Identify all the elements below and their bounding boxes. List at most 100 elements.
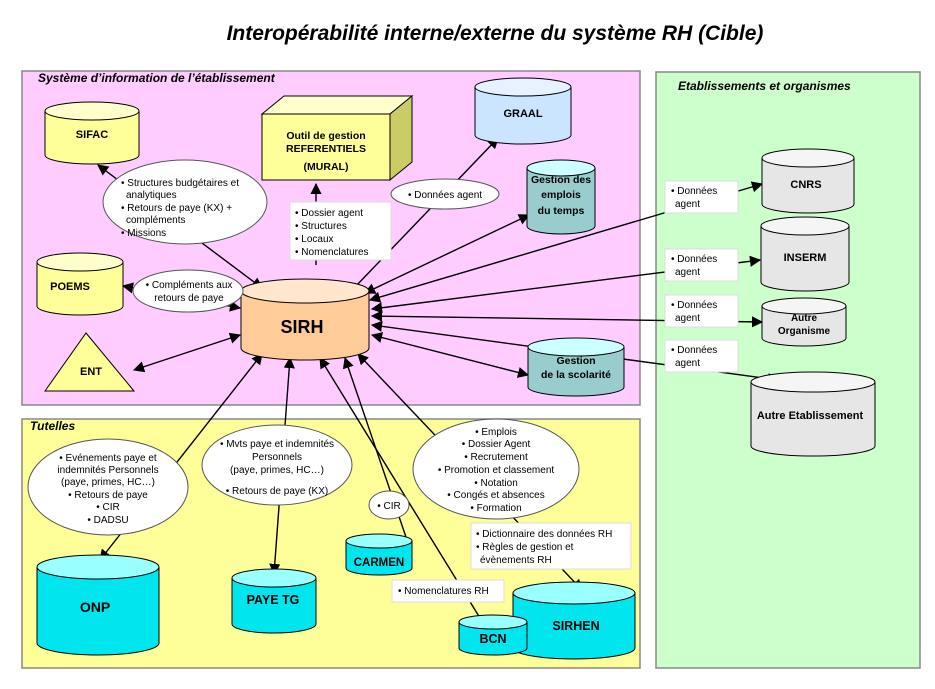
- flow-onp: • Evénements paye et indemnités Personne…: [27, 438, 189, 536]
- flow-autre-org: • Données agent: [664, 294, 739, 328]
- flow-sirhen-line: • Formation: [470, 503, 521, 514]
- flow-graal: • Données agent: [390, 178, 500, 210]
- paye-tg-label: PAYE TG: [247, 593, 300, 607]
- flow-sifac-line: • Retours de paye (KX) +: [121, 203, 232, 214]
- autre-etablissement-database[interactable]: Autre Etablissement: [750, 371, 876, 457]
- onp-database[interactable]: ONP: [36, 554, 160, 656]
- onp-label: ONP: [80, 599, 110, 615]
- flow-poems-line: retours de paye: [154, 293, 224, 304]
- autre-organisme-database[interactable]: Autre Organisme: [761, 297, 847, 347]
- inserm-database[interactable]: INSERM: [760, 216, 850, 292]
- flow-mural-line: • Nomenclatures: [295, 247, 369, 258]
- flow-inserm: • Données agent: [664, 248, 739, 282]
- cnrs-label: CNRS: [790, 179, 821, 191]
- paye-tg-database[interactable]: PAYE TG: [231, 568, 317, 634]
- flow-mural: • Dossier agent • Structures • Locaux • …: [289, 201, 392, 261]
- flow-onp-line: (paye, primes, HC…): [61, 477, 155, 488]
- scol-database[interactable]: Gestion de la scolarité: [527, 337, 625, 397]
- flow-dico-line: • Règles de gestion et: [476, 542, 574, 553]
- flow-autre-org-line: agent: [675, 313, 700, 324]
- flow-sirhen: • Emplois • Dossier Agent • Recrutement …: [412, 418, 580, 520]
- graal-database[interactable]: GRAAL: [474, 77, 572, 145]
- flow-sirhen-line: • Notation: [474, 478, 518, 489]
- scol-line2: de la scolarité: [541, 369, 611, 381]
- autre-etablissement-label: Autre Etablissement: [757, 410, 864, 422]
- flow-payetg-line: Personnels: [252, 452, 302, 463]
- edt-line3: du temps: [538, 205, 585, 217]
- flow-onp-line: • Evénements paye et: [59, 453, 157, 464]
- sirhen-database[interactable]: SIRHEN: [512, 581, 636, 660]
- bcn-database[interactable]: BCN: [458, 614, 528, 656]
- referentiels-line3: (MURAL): [304, 161, 349, 173]
- flow-payetg-line: (paye, primes, HC…): [230, 465, 324, 476]
- flow-sirhen-line: • Promotion et classement: [438, 465, 555, 476]
- flow-payetg: • Mvts paye et indemnités Personnels (pa…: [201, 424, 353, 506]
- flow-sifac-line: • Missions: [121, 228, 166, 239]
- flow-cnrs-line: • Données: [671, 186, 717, 197]
- referentiels-line1: Outil de gestion: [286, 130, 365, 142]
- flow-dico-line: • Dictionnaire des données RH: [476, 529, 612, 540]
- flow-dico-line: évènements RH: [480, 555, 552, 566]
- flow-autre-etab: • Données agent: [664, 339, 739, 373]
- sirh-database[interactable]: SIRH: [240, 278, 370, 361]
- flow-inserm-line: • Données: [671, 254, 717, 265]
- edt-database[interactable]: Gestion des emplois du temps: [526, 159, 596, 235]
- flow-autre-etab-line: agent: [675, 358, 700, 369]
- inserm-label: INSERM: [784, 252, 827, 264]
- flow-poems: • Compléments aux retours de paye: [132, 269, 244, 313]
- flow-cnrs-line: agent: [675, 199, 700, 210]
- flow-autre-org-line: • Données: [671, 300, 717, 311]
- flow-payetg-line: • Retours de paye (KX): [226, 486, 328, 497]
- zone-internal-label: Système d’information de l’établissement: [38, 71, 276, 85]
- flow-sifac-line: analytiques: [126, 190, 177, 201]
- sirh-label: SIRH: [280, 317, 323, 337]
- flow-autre-etab-line: • Données: [671, 345, 717, 356]
- carmen-label: CARMEN: [354, 557, 404, 569]
- poems-label: POEMS: [50, 281, 90, 293]
- flow-mural-line: • Locaux: [295, 234, 334, 245]
- flow-inserm-line: agent: [675, 267, 700, 278]
- bcn-label: BCN: [479, 632, 506, 646]
- flow-dico: • Dictionnaire des données RH • Règles d…: [470, 522, 632, 570]
- flow-payetg-line: • Mvts paye et indemnités: [220, 439, 334, 450]
- carmen-database[interactable]: CARMEN: [345, 533, 413, 576]
- flow-cir: • CIR: [368, 490, 410, 520]
- scol-line1: Gestion: [556, 355, 595, 367]
- flow-cnrs: • Données agent: [664, 180, 739, 214]
- flow-mural-line: • Dossier agent: [295, 208, 363, 219]
- autre-organisme-line1: Autre: [791, 313, 818, 324]
- flow-sirhen-line: • Dossier Agent: [462, 439, 531, 450]
- flow-cir-line: • CIR: [377, 501, 401, 512]
- cnrs-database[interactable]: CNRS: [761, 148, 855, 214]
- flow-onp-line: • Retours de paye: [68, 490, 148, 501]
- flow-graal-line: • Données agent: [408, 190, 482, 201]
- referentiels-box[interactable]: Outil de gestion REFERENTIELS (MURAL): [260, 94, 414, 182]
- flow-sifac-line: • Structures budgétaires et: [121, 178, 239, 189]
- flow-onp-line: indemnités Personnels: [57, 465, 158, 476]
- sirhen-label: SIRHEN: [552, 619, 599, 633]
- sifac-label: SIFAC: [76, 129, 108, 141]
- flow-bcn: • Nomenclatures RH: [391, 579, 505, 603]
- graal-label: GRAAL: [503, 108, 542, 120]
- edt-line2: emplois: [541, 189, 581, 201]
- flow-sifac: • Structures budgétaires et analytiques …: [102, 159, 268, 245]
- flow-sirhen-line: • Emplois: [475, 427, 517, 438]
- edt-line1: Gestion des: [531, 174, 591, 186]
- sifac-database[interactable]: SIFAC: [44, 101, 140, 165]
- flow-mural-line: • Structures: [295, 221, 347, 232]
- flow-sirhen-line: • Recrutement: [464, 452, 528, 463]
- diagram-title: Interopérabilité interne/externe du syst…: [227, 22, 764, 45]
- zone-external-label: Etablissements et organismes: [678, 79, 851, 93]
- autre-organisme-line2: Organisme: [778, 326, 831, 337]
- flow-sirhen-line: • Congés et absences: [447, 490, 544, 501]
- flow-poems-line: • Compléments aux: [146, 280, 233, 291]
- referentiels-line2: REFERENTIELS: [286, 143, 366, 155]
- flow-bcn-line: • Nomenclatures RH: [398, 586, 489, 597]
- flow-onp-line: • DADSU: [87, 515, 128, 526]
- ent-triangle[interactable]: ENT: [44, 332, 136, 392]
- poems-database[interactable]: POEMS: [36, 252, 124, 316]
- zone-tutelles-label: Tutelles: [30, 419, 75, 433]
- ent-label: ENT: [80, 366, 102, 378]
- flow-onp-line: • CIR: [96, 502, 120, 513]
